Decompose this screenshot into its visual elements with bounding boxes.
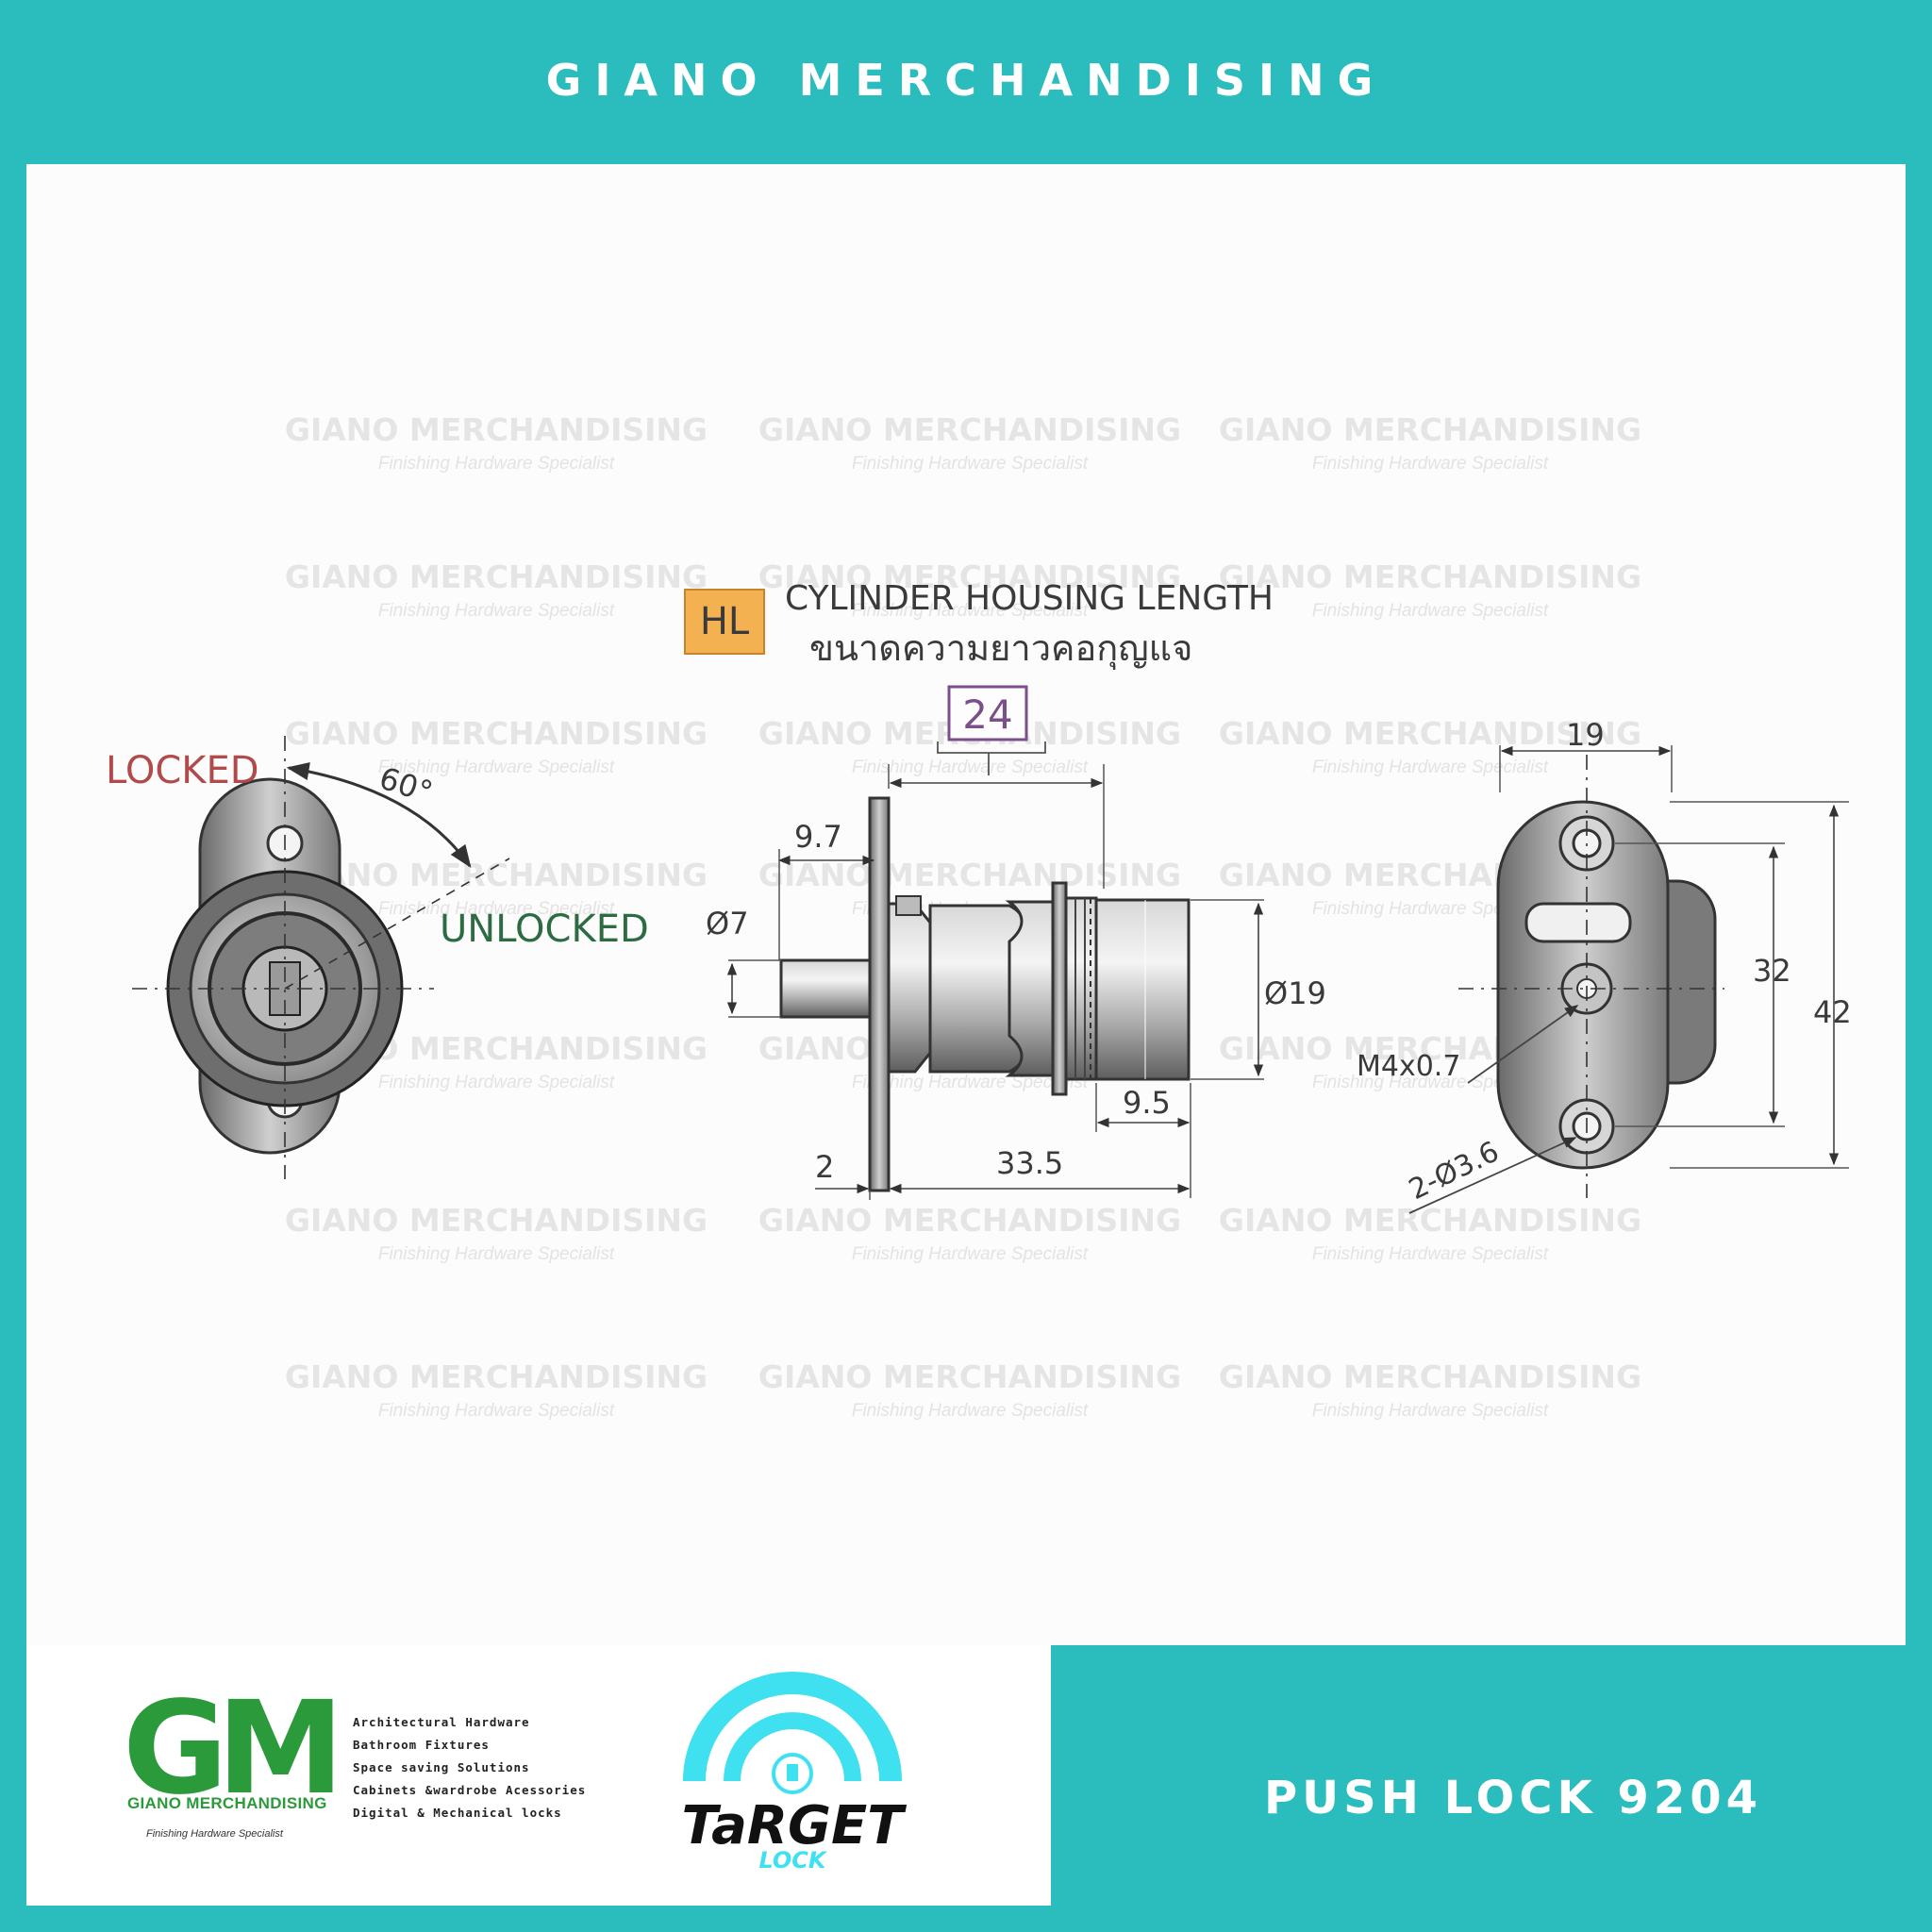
category-item: Architectural Hardware: [353, 1715, 530, 1729]
angle-label: 60°: [375, 759, 438, 810]
header-title: GIANO MERCHANDISING: [545, 55, 1387, 106]
dim-rear-width: 19: [1566, 717, 1605, 753]
legend-label-en: CYLINDER HOUSING LENGTH: [785, 579, 1274, 618]
dim-holes: 2-Ø3.6: [1404, 1135, 1504, 1207]
technical-drawing: HL CYLINDER HOUSING LENGTH ขนาดความยาวคอ…: [106, 579, 1852, 1214]
side-view: 9.7 Ø7 Ø19 9.5 2 33.5: [706, 764, 1326, 1200]
hl-value-box: [947, 685, 1028, 741]
dim-tip: 9.5: [1123, 1085, 1171, 1121]
gm-logo: GM: [126, 1694, 336, 1796]
category-item: Digital & Mechanical locks: [353, 1806, 562, 1820]
target-lock-logo: TaRGET LOCK: [682, 1672, 908, 1872]
dim-hole-spacing: 32: [1753, 953, 1791, 989]
dim-flange: 2: [815, 1149, 834, 1185]
dim-body-length: 33.5: [996, 1145, 1063, 1181]
unlocked-label: UNLOCKED: [440, 908, 649, 951]
svg-text:TaRGET: TaRGET: [682, 1795, 908, 1857]
locked-label: LOCKED: [106, 749, 259, 792]
hl-value: 24: [962, 691, 1012, 738]
hl-badge: [684, 589, 765, 655]
dim-rear-height: 42: [1813, 994, 1852, 1030]
svg-text:LOCK: LOCK: [758, 1847, 827, 1872]
category-list: Architectural Hardware Bathroom Fixtures…: [353, 1711, 586, 1824]
category-item: Cabinets &wardrobe Acessories: [353, 1783, 587, 1797]
dim-shaft-dia: Ø7: [706, 906, 749, 941]
product-title: PUSH LOCK 9204: [1264, 1772, 1763, 1824]
dim-thread: M4x0.7: [1357, 1050, 1460, 1083]
category-item: Bathroom Fixtures: [353, 1738, 490, 1752]
category-item: Space saving Solutions: [353, 1760, 530, 1774]
legend-label-th: ขนาดความยาวคอกุญแจ: [809, 627, 1192, 670]
dim-flange-offset: 9.7: [794, 819, 842, 855]
gm-name: GIANO MERCHANDISING: [127, 1794, 327, 1812]
dim-body-dia: Ø19: [1264, 975, 1326, 1011]
front-view: LOCKED UNLOCKED 60°: [106, 736, 649, 1179]
hl-code: HL: [700, 600, 750, 643]
rear-view: 19 32 42 M4x0.7 2-Ø3.6: [1357, 717, 1852, 1214]
lock-icon: [772, 1753, 813, 1794]
gm-tagline: Finishing Hardware Specialist: [146, 1828, 283, 1840]
legend: HL CYLINDER HOUSING LENGTH ขนาดความยาวคอ…: [684, 579, 1274, 775]
svg-text:GM: GM: [126, 1694, 333, 1796]
